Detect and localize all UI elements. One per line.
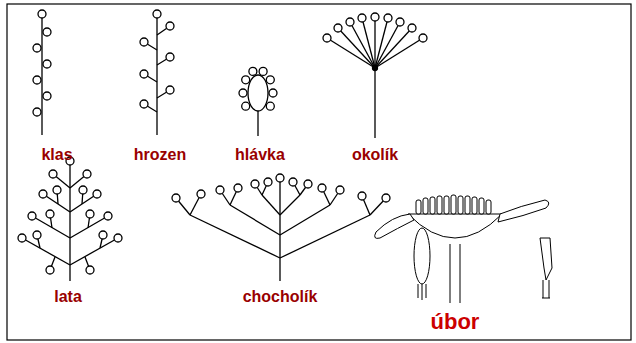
inflorescence-label: hrozen [134, 145, 186, 164]
umbel-figure [323, 13, 427, 138]
raceme-figure [140, 10, 174, 135]
capitulum-figure [375, 195, 552, 303]
inflorescence-label: klas [41, 145, 72, 164]
spike-figure [33, 10, 51, 135]
panicle-figure [18, 157, 122, 281]
inflorescence-label: lata [54, 287, 82, 306]
corymb-figure [172, 174, 390, 281]
inflorescence-label: okolík [352, 145, 398, 164]
head-figure [239, 67, 277, 136]
inflorescence-label: úbor [431, 309, 480, 335]
frame [7, 4, 631, 340]
inflorescence-label: chocholík [243, 287, 318, 306]
inflorescence-label: hlávka [235, 145, 285, 164]
